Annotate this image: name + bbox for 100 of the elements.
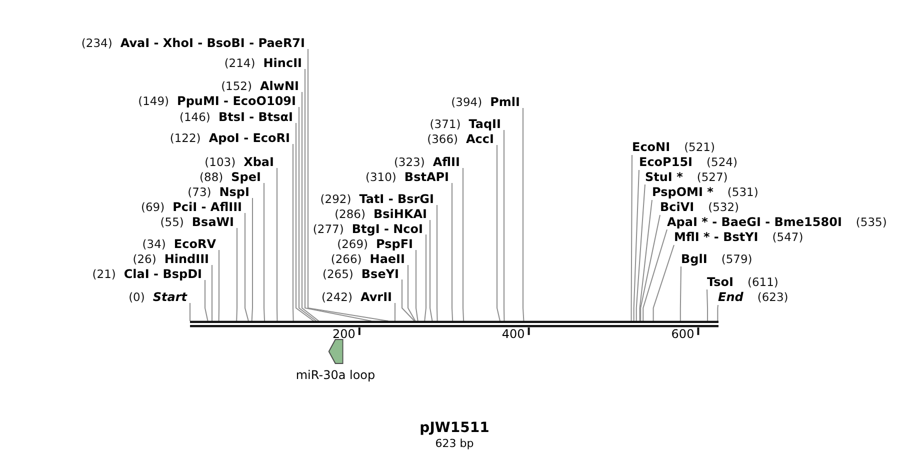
site-position: (371) xyxy=(430,117,461,131)
site-position: (242) xyxy=(322,290,352,304)
enzyme-name: AvrII xyxy=(360,290,392,304)
leader-line xyxy=(212,264,213,322)
site-position: (623) xyxy=(757,290,788,304)
leader-line xyxy=(394,302,396,322)
enzyme-name: TaqII xyxy=(468,117,501,131)
leader-line xyxy=(639,200,652,322)
enzyme-name: SpeI xyxy=(231,170,261,184)
enzyme-name: HindIII xyxy=(164,252,209,266)
leader-line xyxy=(416,250,418,322)
leader-line xyxy=(462,168,464,322)
enzyme-name: ApaI * - BaeGI - Bme1580I xyxy=(667,214,842,228)
site-position: (73) xyxy=(188,185,212,199)
scale-label: 400 xyxy=(502,327,525,341)
leader-line xyxy=(424,234,426,322)
enzyme-name: TatI - BsrGI xyxy=(359,192,434,206)
leader-line xyxy=(204,280,208,322)
site-position: (214) xyxy=(224,56,256,70)
enzyme-name: BstAPI xyxy=(404,170,449,184)
leader-line xyxy=(522,108,524,322)
enzyme-name: PspOMI * xyxy=(652,185,714,199)
enzyme-name: XbaI xyxy=(244,155,274,169)
leader-line xyxy=(251,198,253,322)
site-position: (21) xyxy=(92,267,116,281)
enzyme-name: HincII xyxy=(263,56,302,70)
site-position: (152) xyxy=(221,79,252,93)
leader-line xyxy=(218,250,220,322)
dna-backbone xyxy=(190,320,718,328)
enzyme-name: ApoI - EcoRI xyxy=(208,131,290,145)
enzyme-name: BseYI xyxy=(361,266,399,280)
leader-line xyxy=(706,289,708,322)
leader-line xyxy=(296,122,314,322)
leader-line xyxy=(298,106,317,322)
enzyme-name: PspFI xyxy=(376,237,413,251)
site-position: (527) xyxy=(696,170,728,184)
site-position: (103) xyxy=(204,155,236,169)
site-position: (55) xyxy=(160,215,184,229)
enzyme-name: AlwNI xyxy=(260,79,299,93)
site-position: (234) xyxy=(81,36,112,50)
leader-line xyxy=(642,229,668,322)
leader-line xyxy=(504,130,505,322)
enzyme-name: StuI * xyxy=(645,170,683,184)
enzyme-name: PmlI xyxy=(490,95,520,109)
enzyme-name: MflI * - BstYI xyxy=(674,230,758,244)
enzyme-name: BglI xyxy=(681,252,708,266)
site-position: (286) xyxy=(334,207,366,221)
enzyme-name: EcoNI xyxy=(632,140,670,154)
site-position: (0) xyxy=(128,290,145,304)
sequence-length: 623 bp xyxy=(435,437,474,450)
leader-line xyxy=(244,212,249,322)
leader-line xyxy=(408,264,416,322)
site-position: (310) xyxy=(365,170,396,184)
site-position: (521) xyxy=(684,140,715,154)
enzyme-name: PciI - AflIII xyxy=(172,200,242,214)
enzyme-name: TsoI xyxy=(707,274,734,288)
map-title: pJW1511 xyxy=(420,420,490,437)
leader-line xyxy=(304,68,372,322)
site-position: (547) xyxy=(772,230,804,244)
leader-line xyxy=(636,184,646,322)
leader-line xyxy=(496,144,500,322)
leader-line xyxy=(402,279,415,322)
site-position: (88) xyxy=(200,170,224,184)
leader-line xyxy=(652,244,674,322)
site-position: (146) xyxy=(180,110,210,124)
leader-line xyxy=(264,182,266,322)
enzyme-name: NspI xyxy=(219,185,250,199)
site-position: (26) xyxy=(132,252,156,266)
site-position: (531) xyxy=(727,185,758,199)
leader-line xyxy=(452,182,454,322)
site-position: (122) xyxy=(170,131,201,145)
sequence-end-label: End xyxy=(718,290,744,304)
enzyme-name: HaeII xyxy=(370,252,405,266)
enzyme-name: BciVI xyxy=(660,200,694,214)
leader-line xyxy=(236,228,238,322)
enzyme-name: BsiHKAI xyxy=(374,207,427,221)
enzyme-name: AccI xyxy=(466,132,494,146)
leader-line xyxy=(633,170,640,322)
feature-label: miR-30a loop xyxy=(296,368,376,382)
leader-line xyxy=(640,214,660,322)
leader-line xyxy=(276,168,278,322)
leader-line xyxy=(680,266,682,322)
enzyme-name: EcoRV xyxy=(174,237,216,251)
site-position: (277) xyxy=(312,222,344,236)
leader-line xyxy=(430,220,433,322)
enzyme-name: PpuMI - EcoO109I xyxy=(177,94,296,108)
enzyme-name: BsaWI xyxy=(192,215,234,229)
site-position: (269) xyxy=(337,237,368,251)
site-position: (69) xyxy=(140,200,165,214)
leader-line xyxy=(436,204,438,322)
enzyme-name: ClaI - BspDI xyxy=(124,267,202,281)
site-position: (524) xyxy=(706,155,738,169)
site-position: (265) xyxy=(322,266,354,280)
scale-label: 600 xyxy=(671,327,694,341)
site-position: (579) xyxy=(721,252,752,266)
site-position: (611) xyxy=(747,274,778,288)
site-position: (394) xyxy=(451,95,482,109)
site-position: (366) xyxy=(427,132,458,146)
enzyme-name: AvaI - XhoI - BsoBI - PaeR7I xyxy=(120,36,305,50)
site-position: (266) xyxy=(330,252,362,266)
